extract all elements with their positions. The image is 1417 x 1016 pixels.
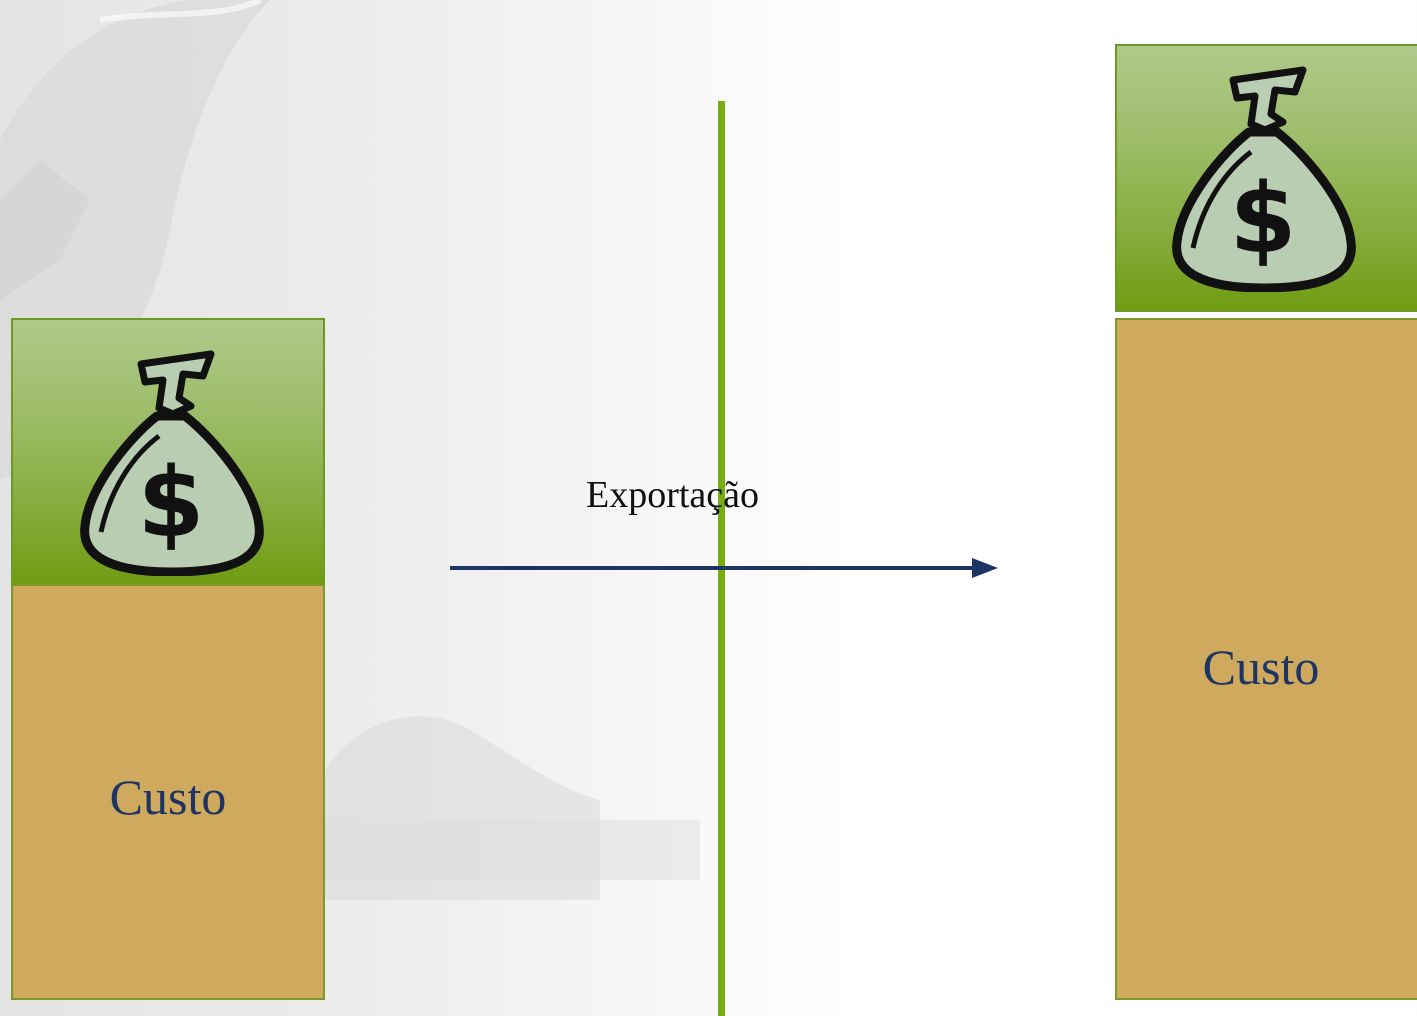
left-stack: $ Custo — [11, 318, 325, 1000]
cost-block: Custo — [11, 584, 325, 1000]
cost-block: Custo — [1115, 318, 1417, 1000]
money-bag-icon: $ — [1172, 66, 1356, 292]
export-label: Exportação — [586, 474, 760, 516]
cost-label: Custo — [109, 769, 227, 825]
right-stack: $ Custo — [1115, 44, 1417, 1000]
export-arrow-icon — [450, 558, 998, 578]
money-block: $ — [11, 318, 325, 586]
border-line — [718, 101, 725, 1016]
svg-text:$: $ — [138, 447, 205, 559]
cost-label: Custo — [1202, 639, 1320, 695]
svg-text:$: $ — [1230, 163, 1297, 275]
money-block: $ — [1115, 44, 1417, 312]
money-bag-icon: $ — [80, 350, 264, 576]
